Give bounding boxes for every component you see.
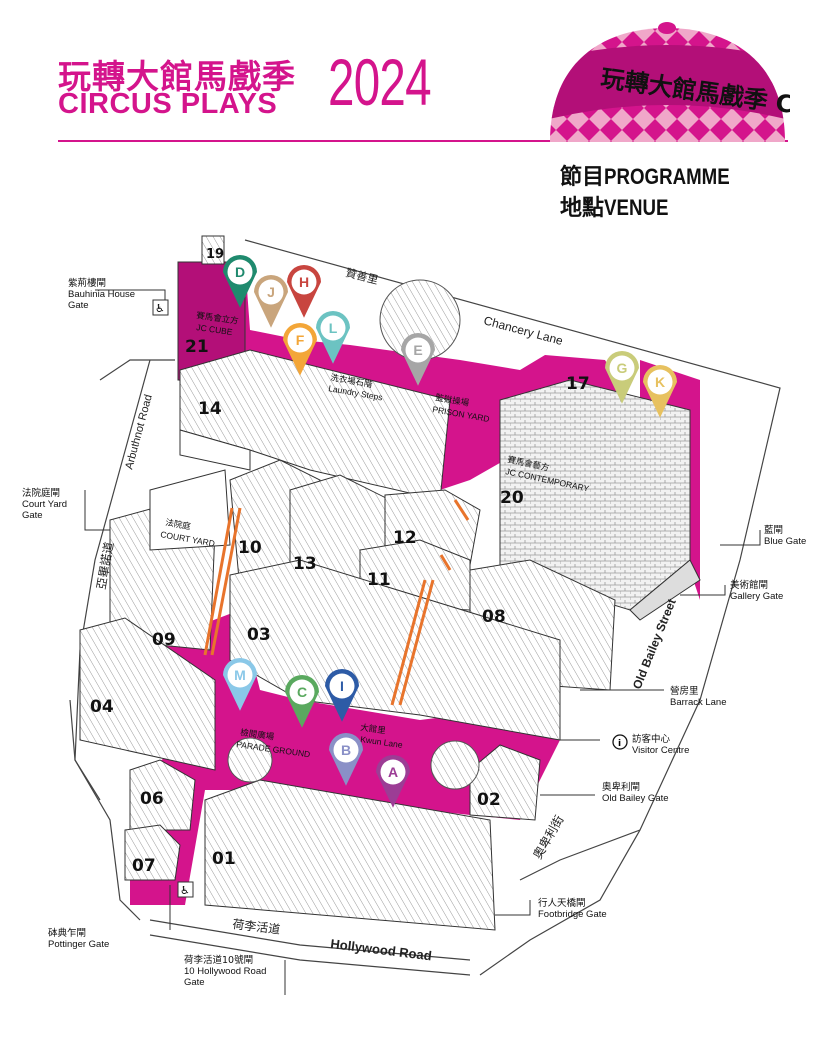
pin-letter: C [297, 684, 307, 700]
building-number: 11 [367, 570, 391, 590]
pin-center [405, 337, 431, 363]
building-number: 02 [477, 790, 501, 810]
pin-l: L [316, 311, 350, 364]
circus-dome-logo: 玩轉大館馬戲季 CIRCUS [550, 22, 790, 142]
pin-center [329, 673, 355, 699]
pin-e: E [401, 333, 435, 386]
pin-center [320, 315, 346, 341]
building-number: 13 [293, 554, 317, 574]
pin-d: D [223, 255, 257, 308]
pin-letter: F [296, 332, 305, 348]
street-outlines [69, 239, 781, 976]
wheelchair-icon [177, 881, 194, 898]
pin-j: J [254, 275, 288, 328]
street-hollywood-en: Hollywood Road [330, 936, 433, 963]
pin-c: C [285, 675, 319, 728]
pin-letter: I [340, 678, 344, 694]
street-chancery-zh: 贊善里 [344, 265, 379, 287]
svg-text:♿: ♿ [155, 302, 165, 315]
pin-center [291, 269, 317, 295]
trees [227, 279, 480, 790]
stairways [203, 499, 470, 706]
pin-center [289, 679, 315, 705]
pin-letter: H [299, 274, 309, 290]
pin-center [333, 737, 359, 763]
street-hollywood-zh: 荷李活道 [232, 916, 281, 937]
building-number: 20 [500, 488, 524, 508]
pin-a: A [376, 755, 410, 808]
building-number: 07 [132, 856, 156, 876]
pin-f: F [283, 323, 317, 376]
pin-letter: G [617, 360, 628, 376]
pin-k: K [643, 365, 677, 418]
street-arbuthnot-en: Arbuthnot Road [123, 393, 155, 471]
building-number: 10 [238, 538, 262, 558]
building-number: 12 [393, 528, 417, 548]
street-chancery-en: Chancery Lane [482, 313, 565, 348]
building-number: 14 [198, 399, 222, 419]
building-number: 21 [185, 337, 209, 357]
pin-g: G [605, 351, 639, 404]
label-parade-zh: 檢閱廣場 [240, 727, 276, 743]
svg-text:i: i [618, 739, 621, 749]
building-number: 01 [212, 849, 236, 869]
accessible-icons: ♿ ♿ [152, 299, 194, 898]
label-court-yard-zh: 法院庭 [164, 517, 192, 532]
label-kwun-lane-zh: 大館里 [360, 722, 387, 737]
header-rule [58, 140, 788, 142]
building-number: 19 [206, 247, 224, 262]
svg-text:♿: ♿ [180, 884, 190, 897]
title-english: CIRCUS PLAYS [58, 88, 278, 120]
programme-venue-label: 節目PROGRAMME 地點VENUE [560, 164, 730, 221]
pin-center [258, 279, 284, 305]
info-icon: i [612, 734, 628, 750]
pin-letter: J [267, 284, 275, 300]
pin-letter: B [341, 742, 351, 758]
pin-letter: D [235, 264, 245, 280]
pin-letter: A [388, 764, 398, 780]
building-number: 04 [90, 697, 114, 717]
building-number: 03 [247, 625, 271, 645]
pin-center [287, 327, 313, 353]
gate-leader-lines [84, 289, 761, 995]
pin-letter: E [413, 342, 422, 358]
pin-center [647, 369, 673, 395]
title-year: 2024 [328, 45, 432, 119]
pin-center [609, 355, 635, 381]
pin-h: H [287, 265, 321, 318]
building-number: 06 [140, 789, 164, 809]
building-number: 08 [482, 607, 506, 627]
title-chinese: 玩轉大館馬戲季 [58, 57, 296, 96]
pin-letter: L [329, 320, 338, 336]
pin-center [227, 662, 253, 688]
pin-i: I [325, 669, 359, 722]
pin-center [227, 259, 253, 285]
building-number: 09 [152, 630, 176, 650]
programme-pins: D J H F L E G K M C I B A [223, 255, 677, 808]
pin-center [380, 759, 406, 785]
pin-letter: M [234, 667, 246, 683]
wheelchair-icon [152, 299, 169, 316]
pin-letter: K [655, 374, 665, 390]
pin-m: M [223, 658, 257, 711]
building-number: 17 [566, 374, 590, 394]
building-numbers: 21 19 14 20 17 10 13 12 11 08 09 03 04 0… [90, 247, 590, 876]
pin-b: B [329, 733, 363, 786]
